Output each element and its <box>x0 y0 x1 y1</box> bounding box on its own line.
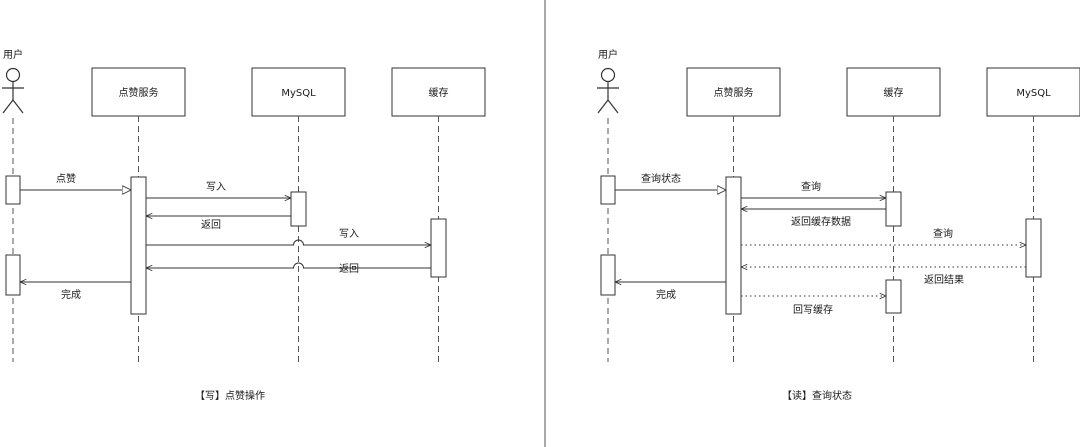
message-done-label: 完成 <box>656 288 676 301</box>
participant-mysql-label: MySQL <box>1016 88 1051 99</box>
participant-cache <box>846 67 941 117</box>
write-diagram-caption: 【写】点赞操作 <box>195 389 265 402</box>
message-write-cache-label: 写入 <box>339 228 359 240</box>
message-return-cache-data-label: 返回缓存数据 <box>791 215 851 228</box>
activation-cache <box>430 218 447 278</box>
activation-mysql <box>290 191 307 227</box>
message-return-cache <box>146 262 431 268</box>
message-done-label: 完成 <box>61 288 81 301</box>
participant-mysql-label: MySQL <box>281 88 316 99</box>
message-query-status-label: 查询状态 <box>641 172 681 185</box>
participant-like-service-label: 点赞服务 <box>119 86 159 99</box>
message-return-db-label: 返回 <box>201 219 221 231</box>
participant-mysql <box>986 67 1080 117</box>
actor-head-icon <box>5 67 21 83</box>
activation-mysql <box>1025 218 1042 278</box>
message-query-db-label: 查询 <box>933 227 953 240</box>
participant-cache-label: 缓存 <box>429 86 449 99</box>
user-actor: 用户 <box>597 48 619 114</box>
activation-like-service <box>130 176 147 315</box>
user-actor: 用户 <box>2 48 24 114</box>
activation-cache-1 <box>885 191 902 227</box>
participant-like-service <box>91 67 186 117</box>
message-write-back-cache-label: 回写缓存 <box>793 303 833 316</box>
participant-like-service-label: 点赞服务 <box>714 86 754 99</box>
message-write-cache <box>146 239 431 245</box>
read-sequence-diagram: 用户 点赞服务 缓存 MySQL 查询状态 查询 返回缓 <box>597 48 1080 402</box>
activation-user-2 <box>5 254 21 296</box>
participant-cache <box>391 67 486 117</box>
read-diagram-caption: 【读】查询状态 <box>782 389 852 402</box>
message-return-result-label: 返回结果 <box>924 273 964 286</box>
activation-user-1 <box>600 175 616 205</box>
participant-cache-label: 缓存 <box>884 86 904 99</box>
user-actor-label: 用户 <box>598 48 618 61</box>
activation-user-1 <box>5 175 21 205</box>
participant-mysql <box>251 67 346 117</box>
message-query-cache-label: 查询 <box>801 180 821 193</box>
message-return-cache-label: 返回 <box>339 263 359 275</box>
message-write-db-label: 写入 <box>206 181 226 193</box>
activation-cache-2 <box>885 279 902 314</box>
activation-user-2 <box>600 254 616 296</box>
message-like-label: 点赞 <box>56 172 76 185</box>
user-actor-label: 用户 <box>3 48 23 61</box>
activation-like-service <box>725 176 742 315</box>
actor-head-icon <box>600 67 616 83</box>
write-sequence-diagram: 用户 点赞服务 MySQL 缓存 点赞 写入 返回 <box>2 48 486 402</box>
